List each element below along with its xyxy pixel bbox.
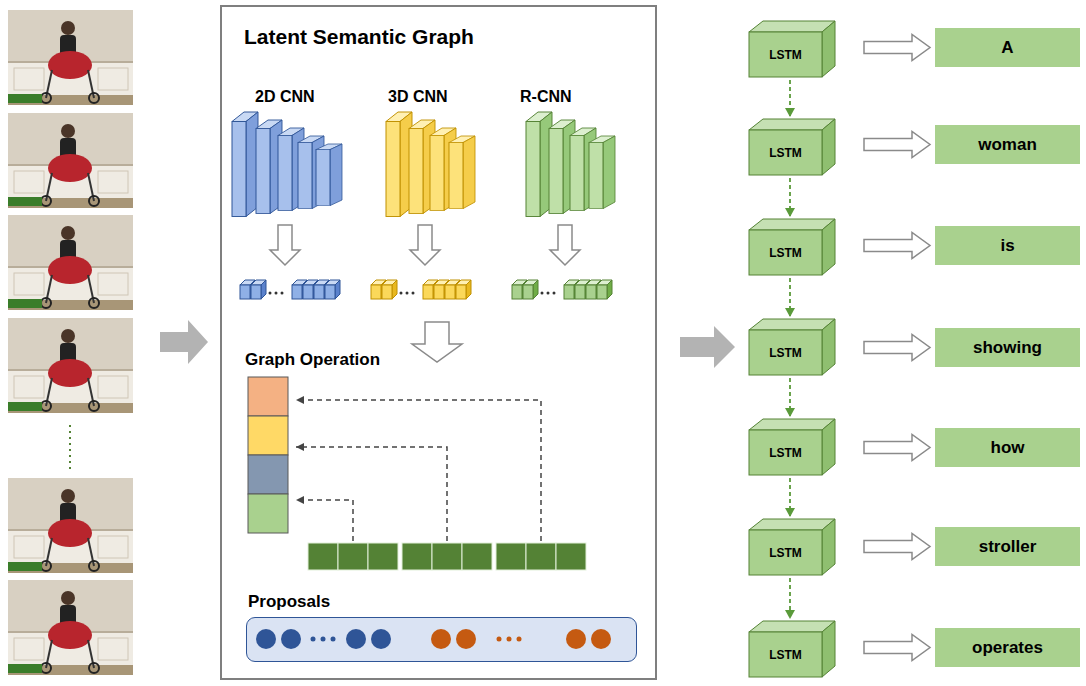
- recurrent-arrow: [789, 178, 791, 216]
- recurrent-arrow: [789, 278, 791, 316]
- network-label: 3D CNN: [388, 88, 448, 106]
- ellipsis-dot: [331, 637, 336, 642]
- proposal-dot: [431, 629, 451, 649]
- cube-top: [749, 219, 835, 230]
- module-panel: Latent Semantic GraphProposals: [220, 5, 657, 680]
- proposal-dot: [591, 629, 611, 649]
- graph-edge-bar: [308, 543, 586, 570]
- word-text: stroller: [979, 537, 1037, 557]
- cube-front: [749, 32, 822, 77]
- word-box: stroller: [935, 527, 1080, 566]
- lstm-cell: LSTM: [748, 118, 836, 176]
- lstm-label: LSTM: [769, 346, 802, 360]
- lstm-cell: LSTM: [748, 318, 836, 376]
- graph-update-arrows: [296, 400, 541, 541]
- lstm-label: LSTM: [769, 246, 802, 260]
- cube-top: [749, 419, 835, 430]
- output-arrow: [864, 35, 930, 61]
- word-text: is: [1000, 236, 1014, 256]
- recurrent-arrow: [789, 80, 791, 116]
- proposal-circles: [247, 618, 635, 660]
- graph-node-stack: [248, 377, 288, 533]
- ellipsis-dot: [517, 637, 522, 642]
- ellipsis-dot: [311, 637, 316, 642]
- cube-front: [749, 530, 822, 575]
- proposal-dot: [456, 629, 476, 649]
- video-frames: [8, 10, 133, 675]
- ellipsis-dot: [507, 637, 512, 642]
- proposal-dot: [281, 629, 301, 649]
- lstm-cell: LSTM: [748, 518, 836, 576]
- output-arrow: [864, 335, 930, 361]
- word-box: woman: [935, 125, 1080, 164]
- word-text: how: [991, 438, 1025, 458]
- feature-vectors: [240, 280, 612, 299]
- input-arrow: [160, 320, 208, 364]
- network-label: 2D CNN: [255, 88, 315, 106]
- network-label: R-CNN: [520, 88, 572, 106]
- word-box: showing: [935, 328, 1080, 367]
- lstm-cell: LSTM: [748, 418, 836, 476]
- recurrent-arrow: [789, 578, 791, 618]
- proposal-heading: Proposals: [248, 592, 330, 612]
- lstm-cell: LSTM: [748, 20, 836, 78]
- cube-front: [749, 430, 822, 475]
- output-arrow: [864, 435, 930, 461]
- word-text: woman: [978, 135, 1037, 155]
- cube-side: [822, 519, 835, 575]
- cube-side: [822, 21, 835, 77]
- ellipsis-dot: [321, 637, 326, 642]
- recurrent-arrow: [789, 378, 791, 416]
- lstm-label: LSTM: [769, 546, 802, 560]
- word-text: operates: [972, 638, 1043, 658]
- cube-side: [822, 219, 835, 275]
- proposal-dot: [371, 629, 391, 649]
- lstm-cell: LSTM: [748, 620, 836, 678]
- cube-front: [749, 230, 822, 275]
- cube-top: [749, 21, 835, 32]
- recurrent-arrow: [789, 478, 791, 516]
- lstm-label: LSTM: [769, 446, 802, 460]
- cube-top: [749, 519, 835, 530]
- word-box: is: [935, 226, 1080, 265]
- cube-top: [749, 621, 835, 632]
- word-box: A: [935, 28, 1080, 67]
- cube-front: [749, 130, 822, 175]
- cube-front: [749, 632, 822, 677]
- cube-side: [822, 119, 835, 175]
- proposal-dot: [256, 629, 276, 649]
- lstm-label: LSTM: [769, 48, 802, 62]
- cube-side: [822, 621, 835, 677]
- cnn-blocks: [232, 112, 615, 217]
- proposal-dot: [346, 629, 366, 649]
- lstm-cell: LSTM: [748, 218, 836, 276]
- proposal-dot: [566, 629, 586, 649]
- cube-top: [749, 319, 835, 330]
- cube-top: [749, 119, 835, 130]
- cube-side: [822, 319, 835, 375]
- panel-title: Latent Semantic Graph: [244, 25, 474, 49]
- output-arrow: [864, 233, 930, 259]
- word-text: A: [1001, 38, 1013, 58]
- lstm-label: LSTM: [769, 146, 802, 160]
- output-arrow: [864, 635, 930, 661]
- section-label: Graph Operation: [245, 350, 380, 370]
- proposal-strip: [246, 617, 637, 662]
- cube-side: [822, 419, 835, 475]
- output-arrow: [864, 534, 930, 560]
- output-arrow: [864, 132, 930, 158]
- ellipsis-dot: [497, 637, 502, 642]
- lstm-label: LSTM: [769, 648, 802, 662]
- word-box: how: [935, 428, 1080, 467]
- cube-front: [749, 330, 822, 375]
- word-box: operates: [935, 628, 1080, 667]
- word-text: showing: [973, 338, 1042, 358]
- flow-arrow: [680, 326, 735, 368]
- down-arrows: [270, 225, 580, 362]
- proposal-box: Proposals: [246, 592, 637, 664]
